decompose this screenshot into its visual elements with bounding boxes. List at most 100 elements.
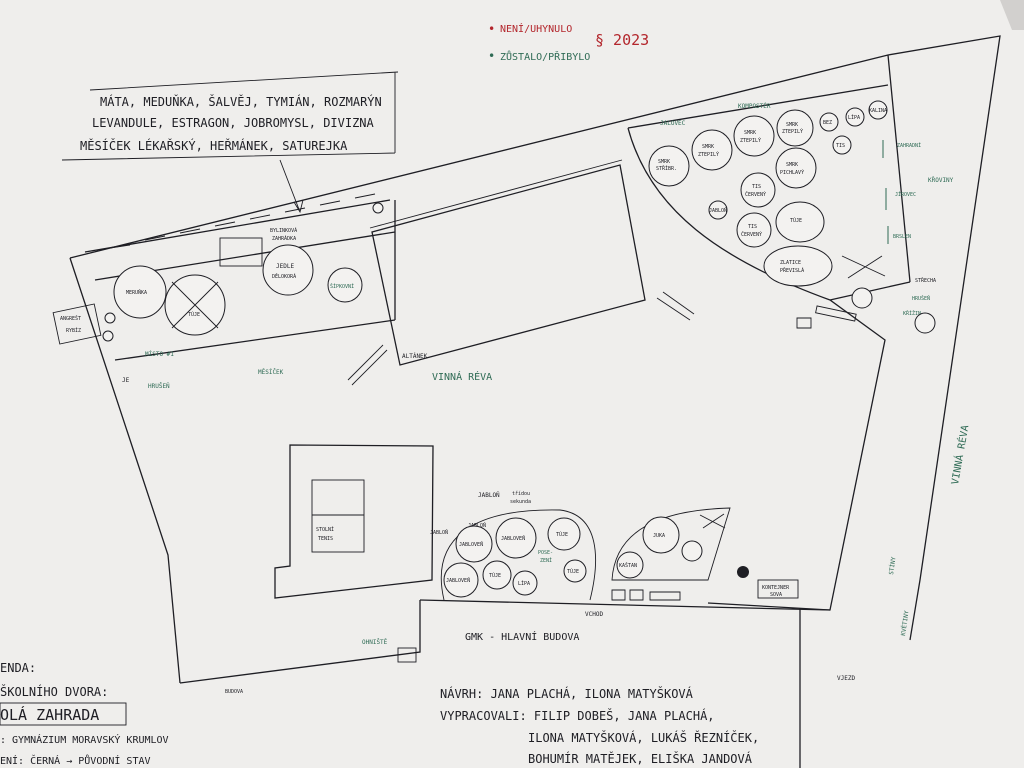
credits-line-3: ILONA MATYŠKOVÁ, LUKÁŠ ŘEZNÍČEK, [528, 730, 759, 745]
label-posezeni-1: POSE- [538, 550, 553, 556]
circle-jabl-small [708, 200, 728, 220]
label-tuje-b: TÚJE [489, 572, 501, 579]
label-smrk-b-1: SMRK [702, 144, 714, 150]
circle-meruna [113, 265, 167, 319]
label-jedle-1: JEDLE [276, 263, 294, 270]
fireplace [397, 647, 417, 663]
label-tis-small: TIS [836, 143, 845, 149]
label-katka: KAŠTAN [619, 562, 637, 569]
circle-juka [642, 516, 680, 554]
label-mesicek: MĚSÍČEK [258, 368, 284, 376]
label-misto: MÍSTO #1 [145, 350, 174, 358]
circle-tuje-a [547, 517, 581, 551]
label-vjezd: VJEZD [837, 675, 855, 682]
label-lipa: LÍPA [848, 113, 860, 121]
label-stolni-1: STOLNÍ [316, 525, 334, 533]
label-kvetiny: KVĚTINY [899, 610, 910, 637]
label-brslen: BRSLEN [893, 234, 911, 240]
vine-fence [347, 291, 695, 386]
legend-line-4: : GYMNÁZIUM MORAVSKÝ KRUMLOV [0, 733, 169, 746]
label-jabloven-c: JABLOVEŇ [446, 577, 470, 584]
bed-rect [219, 237, 263, 267]
label-budova: BUDOVA [225, 689, 243, 695]
herbs-line-2: LEVANDULE, ESTRAGON, JOBROMYSL, DIVIZNA [92, 116, 375, 130]
label-kompost: KOMPOSTÉR [738, 102, 771, 110]
label-tis-b-2: ČERVENÝ [741, 231, 762, 238]
circle-jedle [262, 244, 314, 296]
main-building-line [419, 599, 831, 611]
label-sipkovi: ŠÍPKOVNÍ [330, 282, 354, 290]
legend-red-dot: • [488, 22, 495, 36]
circle-jabloven-c [443, 562, 479, 598]
legend-line-5: ENÍ: ČERNÁ → PŮVODNÍ STAV [0, 754, 151, 767]
label-jalovec-box: JALOVEC [660, 120, 686, 127]
label-tuje-left: TÚJE [188, 311, 200, 318]
circle-smrk-d [776, 109, 814, 147]
circle-tuje-c [563, 559, 587, 583]
site-boundary [69, 35, 1001, 684]
label-smrk-d-1: SMRK [786, 122, 798, 128]
legend-green-dot: • [488, 49, 495, 63]
herb-beds-dashes [109, 193, 376, 249]
entrance-steps [611, 589, 681, 601]
label-gmk: GMK - HLAVNÍ BUDOVA [465, 630, 579, 643]
label-smrk-e-1: SMRK [786, 162, 798, 168]
label-kriziny: KŘÍŽIN [903, 309, 921, 317]
label-tuje-right: TÚJE [790, 217, 802, 224]
removed-right-cross [841, 255, 886, 279]
circle-jabloven-b [495, 517, 537, 559]
label-zlatice-1: ZLATICE [780, 260, 801, 266]
label-jabl-small: JABLOŇ [709, 207, 727, 214]
legend-line-1: ENDA: [0, 661, 36, 675]
circle-tuje-b [482, 560, 512, 590]
pavilion [371, 164, 646, 366]
label-jedle-2: DĚLOKORÁ [272, 272, 296, 280]
label-smrk-d-2: ZTEPILÝ [782, 128, 803, 135]
label-juka: JUKA [653, 533, 665, 539]
marker-rect-1 [815, 305, 857, 322]
label-bez: BEZ [823, 120, 832, 126]
circle-tis-a [740, 172, 776, 208]
circle-smrk-e [775, 147, 817, 189]
status-legend: • NENÍ/UHYNULO • ZŮSTALO/PŘIBYLO § 2023 [488, 22, 649, 63]
legend-line-3: OLÁ ZAHRADA [0, 705, 99, 724]
label-bylinky-1: BYLINKOVÁ [270, 227, 297, 234]
herbs-arrow [279, 159, 304, 214]
left-strip [84, 199, 396, 361]
label-jablon-top: JABLOŇ [478, 492, 500, 499]
label-smrk-a-1: SMRK [658, 159, 670, 165]
removed-tuje-cross [171, 281, 219, 329]
label-hrusen: HRUŠEŇ [148, 383, 170, 390]
circle-zlatice [763, 245, 833, 287]
building-wall [179, 600, 801, 768]
label-jabloven-a: JABLOVEŇ [459, 541, 483, 548]
circle-juka-small [681, 540, 703, 562]
circle-kalina [868, 100, 888, 120]
label-tis-a-1: TIS [752, 184, 761, 190]
label-smrk-b-2: ZTEPILÝ [698, 151, 719, 158]
circle-small-1 [104, 312, 116, 324]
circle-small-2 [102, 330, 114, 342]
box-angrest [52, 303, 102, 345]
credits-line-4: BOHUMÍR MATĚJEK, ELIŠKA JANDOVÁ [528, 751, 753, 766]
right-area-outline [627, 84, 911, 611]
circle-jabloven-a [455, 525, 493, 563]
camera-symbol [796, 317, 812, 329]
label-kalina: KALINA [869, 108, 887, 114]
label-vchod: VCHOD [585, 611, 603, 618]
label-zahradni-1: ZAHRADNÍ [897, 141, 921, 149]
legend-bottom: ENDA: ŠKOLNÍHO DVORA: OLÁ ZAHRADA : GYMN… [0, 661, 169, 767]
removed-juka-cross [699, 513, 726, 529]
circle-lipa [845, 107, 865, 127]
label-vinna-reva: VINNÁ RÉVA [432, 370, 492, 383]
label-smrk-c-1: SMRK [744, 130, 756, 136]
label-je: JE [122, 377, 130, 384]
label-zlatice-2: PŘEVISLÁ [780, 266, 804, 274]
legend-red-text: NENÍ/UHYNULO [500, 22, 572, 35]
circle-right-edge-1 [914, 312, 936, 334]
circle-smrk-b [691, 129, 733, 171]
label-zahradni-2: KŘOVINY [928, 176, 954, 184]
circle-sipkovi [327, 267, 363, 303]
label-angrest-1: ANGREŠT [60, 315, 81, 322]
label-smrk-e-2: PICHLAVÝ [780, 169, 804, 176]
